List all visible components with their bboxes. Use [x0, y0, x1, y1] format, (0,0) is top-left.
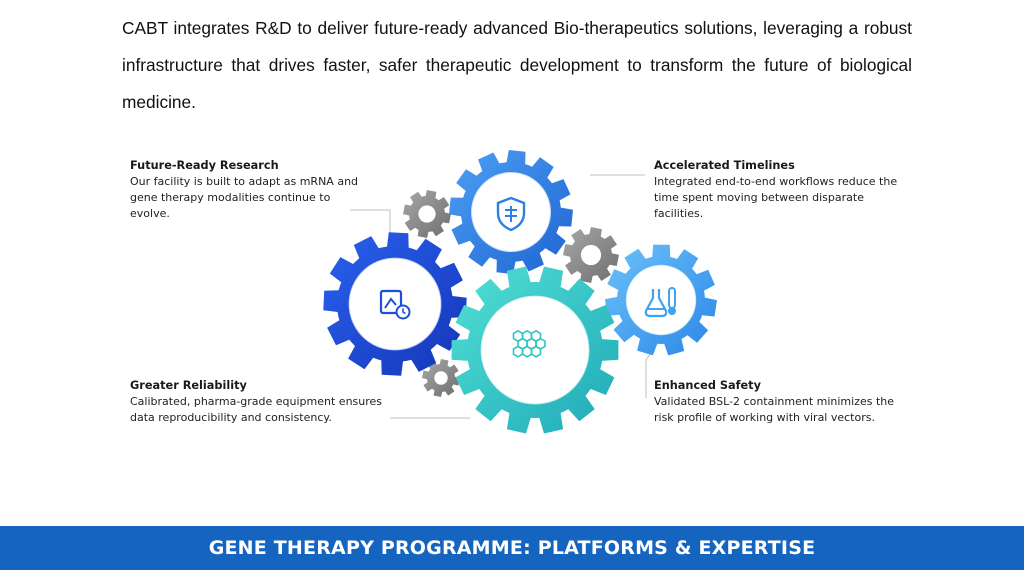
gear-greater-reliability [451, 266, 619, 434]
callout-title: Greater Reliability [130, 379, 247, 392]
callout-accelerated-timelines: Accelerated Timelines Integrated end-to-… [654, 158, 916, 222]
callout-greater-reliability: Greater Reliability Calibrated, pharma-g… [130, 378, 390, 426]
small-gear-top-right [563, 227, 619, 283]
callout-future-ready-research: Future-Ready Research Our facility is bu… [130, 158, 370, 222]
callout-title: Enhanced Safety [654, 379, 761, 392]
small-gear-top-left [403, 190, 451, 238]
callout-title: Future-Ready Research [130, 159, 279, 172]
honeycomb-cell [530, 345, 542, 358]
flask-thermometer-icon [644, 287, 676, 318]
intro-paragraph: CABT integrates R&D to deliver future-re… [122, 18, 912, 112]
callout-text: Calibrated, pharma-grade equipment ensur… [130, 395, 383, 424]
callout-text: Validated BSL-2 containment minimizes th… [654, 395, 895, 424]
gear-diagram [323, 150, 717, 434]
shield-icon [496, 196, 526, 232]
callout-text: Our facility is built to adapt as mRNA a… [130, 175, 359, 220]
footer-banner: GENE THERAPY PROGRAMME: PLATFORMS & EXPE… [0, 526, 1024, 570]
callout-enhanced-safety: Enhanced Safety Validated BSL-2 containm… [654, 378, 916, 426]
callout-title: Accelerated Timelines [654, 159, 795, 172]
small-gear-bottom-left [422, 359, 460, 397]
document-clock-icon [379, 289, 411, 320]
honeycomb-icon [512, 329, 546, 358]
callout-text: Integrated end-to-end workflows reduce t… [654, 175, 898, 220]
